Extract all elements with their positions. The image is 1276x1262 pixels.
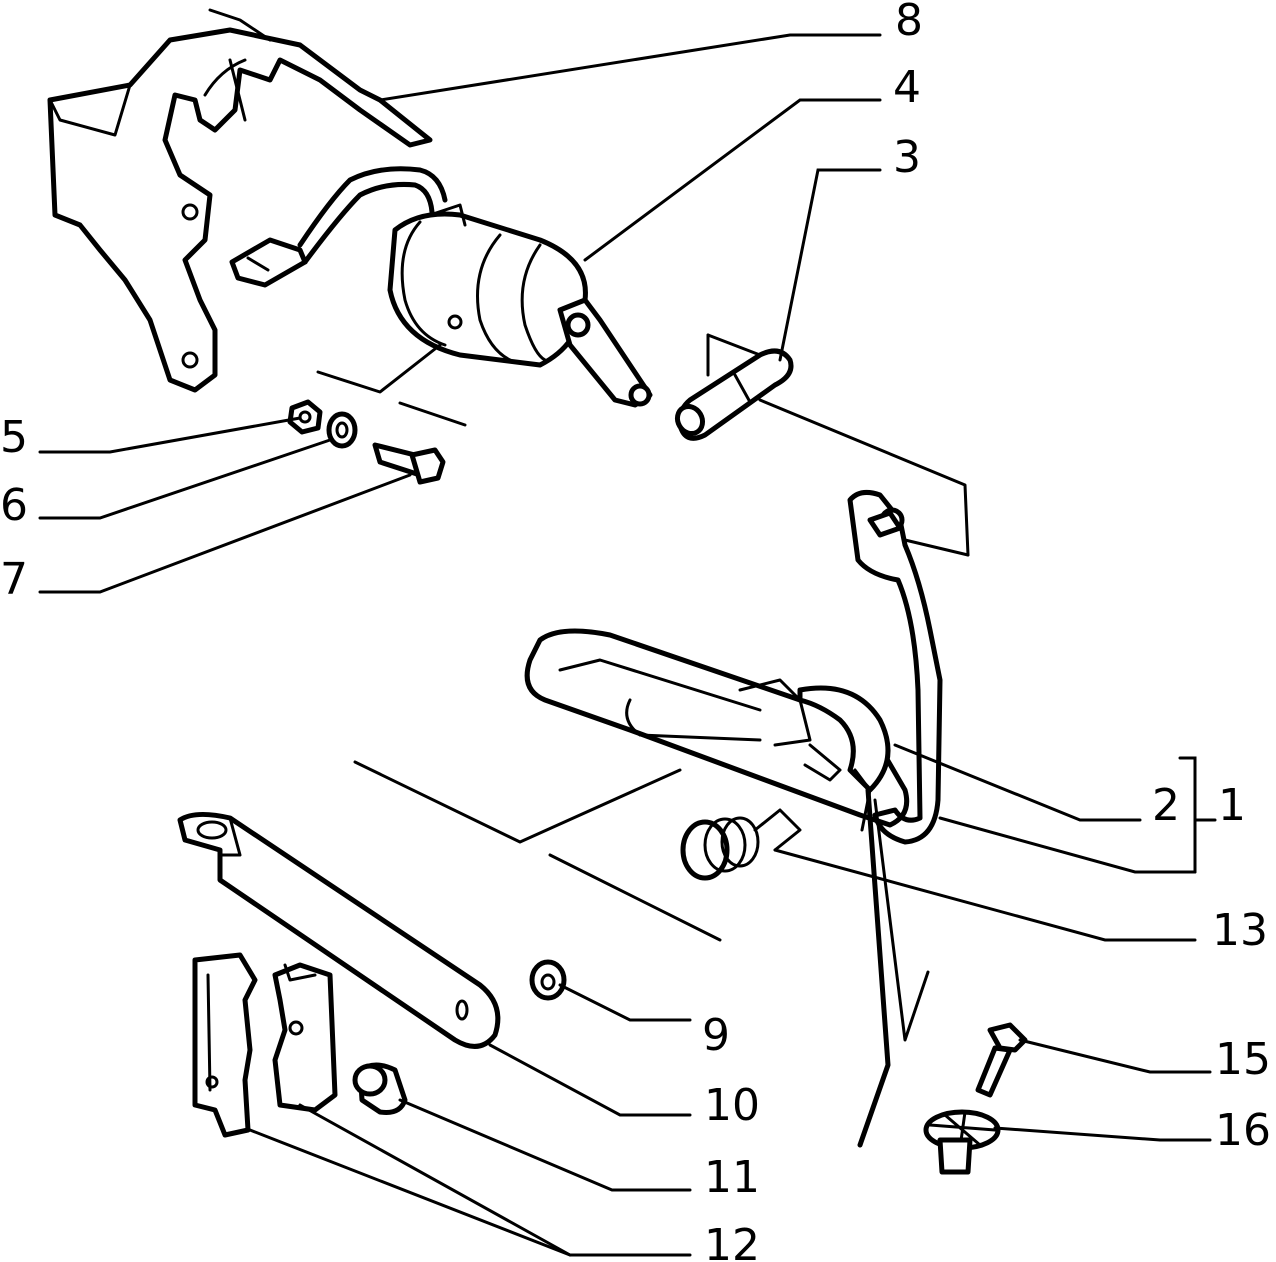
part-4-solenoid bbox=[229, 166, 653, 408]
group-bracket-lever bbox=[353, 760, 682, 844]
part-7-bolt bbox=[372, 442, 446, 485]
callout-6: 6 bbox=[0, 480, 28, 531]
part-1-pedal-lever bbox=[524, 489, 943, 845]
callout-10: 10 bbox=[704, 1080, 760, 1131]
callout-11: 11 bbox=[704, 1152, 760, 1203]
callout-8: 8 bbox=[895, 0, 923, 46]
callout-5: 5 bbox=[0, 412, 28, 463]
callout-4: 4 bbox=[893, 62, 921, 113]
part-16-gear-knob bbox=[923, 1109, 1001, 1175]
part-11-bushing bbox=[352, 1062, 408, 1115]
part-6-washer bbox=[326, 411, 358, 449]
callout-13: 13 bbox=[1212, 905, 1268, 956]
callout-7: 7 bbox=[0, 554, 28, 605]
callout-12: 12 bbox=[704, 1220, 760, 1262]
callout-2: 2 bbox=[1152, 780, 1180, 831]
group-bracket-5-7-tail bbox=[398, 401, 467, 427]
part-8-bracket bbox=[47, 8, 433, 393]
part-13-spring bbox=[680, 808, 802, 881]
callout-1: 1 bbox=[1218, 780, 1246, 831]
callout-3: 3 bbox=[893, 132, 921, 183]
callout-9: 9 bbox=[702, 1010, 730, 1061]
part-15-screw bbox=[975, 1022, 1028, 1098]
part-3-sleeve bbox=[674, 333, 970, 557]
part-12-clips bbox=[192, 952, 338, 1138]
leader-lines bbox=[38, 33, 1217, 1257]
callout-15: 15 bbox=[1215, 1034, 1271, 1085]
group-bracket-5-7 bbox=[316, 343, 442, 394]
part-9-bush bbox=[529, 959, 567, 1001]
group-bracket-lever-tail bbox=[548, 853, 722, 942]
part-10-link-plate bbox=[177, 812, 501, 1049]
part-5-nut bbox=[287, 399, 323, 435]
callout-16: 16 bbox=[1215, 1105, 1271, 1156]
pivot-rod bbox=[857, 787, 891, 1148]
